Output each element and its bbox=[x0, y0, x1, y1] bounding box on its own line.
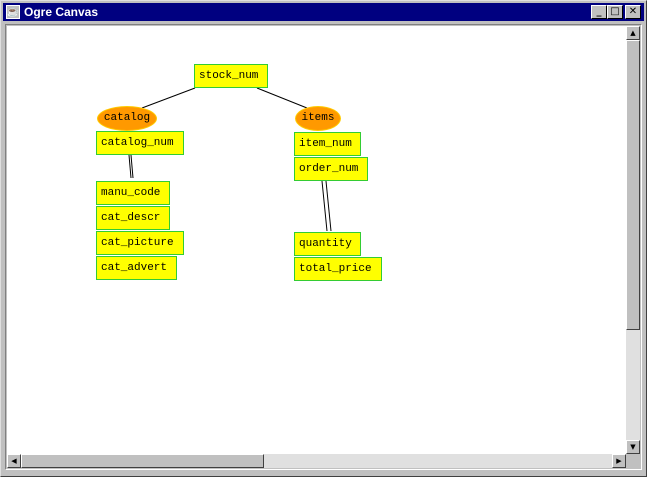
connector-root-catalog bbox=[141, 87, 196, 109]
scrollbar-corner bbox=[626, 454, 640, 468]
column-node-cat-picture[interactable]: cat_picture bbox=[96, 231, 184, 255]
vertical-scroll-thumb[interactable] bbox=[626, 40, 640, 330]
connector-root-items bbox=[256, 87, 308, 109]
column-node-catalog-num[interactable]: catalog_num bbox=[96, 131, 184, 155]
scroll-left-button[interactable]: ◀ bbox=[7, 454, 21, 468]
column-node-cat-descr[interactable]: cat_descr bbox=[96, 206, 170, 230]
scroll-down-button[interactable]: ▼ bbox=[626, 440, 640, 454]
connector-items-a bbox=[321, 180, 328, 232]
table-node-catalog[interactable]: catalog bbox=[97, 106, 157, 131]
horizontal-scroll-thumb[interactable] bbox=[21, 454, 264, 468]
column-node-stock-num[interactable]: stock_num bbox=[194, 64, 268, 88]
column-node-order-num[interactable]: order_num bbox=[294, 157, 368, 181]
connector-items-b bbox=[325, 180, 332, 232]
scroll-right-button[interactable]: ▶ bbox=[612, 454, 626, 468]
vertical-scrollbar[interactable]: ▲ ▼ bbox=[626, 26, 640, 454]
column-node-total-price[interactable]: total_price bbox=[294, 257, 382, 281]
scroll-up-button[interactable]: ▲ bbox=[626, 26, 640, 40]
connector-catalog-a bbox=[128, 154, 132, 179]
column-node-item-num[interactable]: item_num bbox=[294, 132, 361, 156]
column-node-manu-code[interactable]: manu_code bbox=[96, 181, 170, 205]
java-app-icon[interactable]: ☕ bbox=[6, 5, 20, 19]
connector-catalog-b bbox=[130, 154, 134, 179]
window-title: Ogre Canvas bbox=[24, 5, 99, 19]
connector-lines bbox=[128, 87, 332, 232]
close-button[interactable]: ✕ bbox=[625, 5, 641, 19]
maximize-button[interactable]: □ bbox=[607, 5, 623, 19]
column-node-quantity[interactable]: quantity bbox=[294, 232, 361, 256]
minimize-button[interactable]: _ bbox=[591, 5, 607, 19]
title-bar[interactable]: ☕ Ogre Canvas _ □ ✕ bbox=[3, 3, 644, 21]
column-node-cat-advert[interactable]: cat_advert bbox=[96, 256, 177, 280]
diagram-canvas[interactable]: stock_num catalog catalog_num manu_code … bbox=[7, 26, 626, 454]
horizontal-scrollbar[interactable]: ◀ ▶ bbox=[7, 454, 626, 468]
table-node-items[interactable]: items bbox=[295, 106, 341, 131]
client-area: stock_num catalog catalog_num manu_code … bbox=[5, 24, 642, 470]
